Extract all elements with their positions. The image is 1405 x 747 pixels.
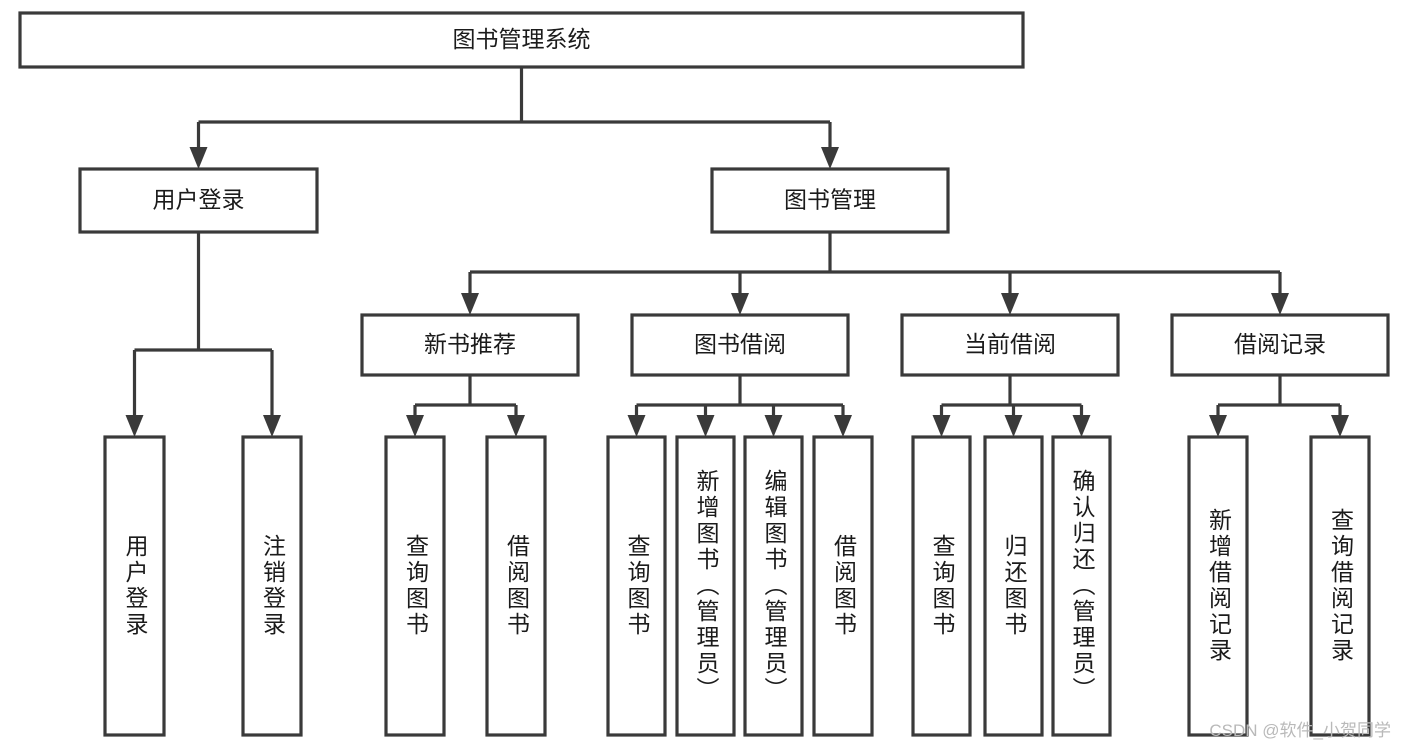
arrow-head-leaf-2 [406,415,424,437]
node-label-level3-1: 图书借阅 [694,331,786,357]
node-label-level3-0: 新书推荐 [424,331,516,357]
node-label-level2-1: 图书管理 [784,187,876,213]
arrow-head-leaf-6 [764,415,783,437]
node-box-leaf-6[interactable] [743,435,804,737]
arrow-head-leaf-12 [1331,415,1349,437]
arrow-head-leaf-1 [263,415,281,437]
node-box-level3-2[interactable] [900,313,1120,377]
node-box-leaf-8[interactable] [911,435,972,737]
node-box-level3-1[interactable] [630,313,850,377]
arrow-head-leaf-3 [507,415,525,437]
watermark-text: CSDN @软件_小贺同学 [1209,721,1391,740]
arrow-head-level2-1 [821,147,839,169]
node-label-level3-3: 借阅记录 [1234,331,1326,357]
node-box-leaf-10[interactable] [1051,435,1112,737]
arrow-head-leaf-9 [1004,415,1023,437]
arrow-head-leaf-4 [627,415,646,437]
connector-layer [125,67,1349,437]
node-label-root: 图书管理系统 [453,26,591,52]
node-box-layer [18,11,1390,737]
node-box-level2-0[interactable] [78,167,319,234]
node-box-level3-3[interactable] [1170,313,1390,377]
arrow-head-level3-2 [1001,293,1019,315]
arrow-head-leaf-7 [834,415,852,437]
node-label-level3-2: 当前借阅 [964,331,1056,357]
arrow-head-level2-0 [189,147,208,169]
node-box-leaf-4[interactable] [606,435,667,737]
node-box-level3-0[interactable] [360,313,580,377]
node-box-leaf-2[interactable] [384,435,446,737]
arrow-head-leaf-8 [932,415,951,437]
arrow-head-leaf-0 [125,415,144,437]
node-box-root[interactable] [18,11,1025,69]
node-box-leaf-5[interactable] [675,435,736,737]
arrow-head-level3-0 [461,293,479,315]
node-box-leaf-1[interactable] [241,435,303,737]
arrow-head-leaf-5 [696,415,715,437]
node-box-leaf-11[interactable] [1187,435,1249,737]
arrow-head-level3-3 [1271,293,1289,315]
arrow-head-leaf-10 [1072,415,1091,437]
node-box-leaf-12[interactable] [1309,435,1371,737]
node-box-leaf-7[interactable] [812,435,874,737]
arrow-head-leaf-11 [1209,415,1227,437]
node-box-leaf-9[interactable] [983,435,1044,737]
node-label-level2-0: 用户登录 [153,187,245,213]
node-box-level2-1[interactable] [710,167,950,234]
node-box-leaf-3[interactable] [485,435,547,737]
arrow-head-level3-1 [731,293,749,315]
node-box-leaf-0[interactable] [103,435,166,737]
